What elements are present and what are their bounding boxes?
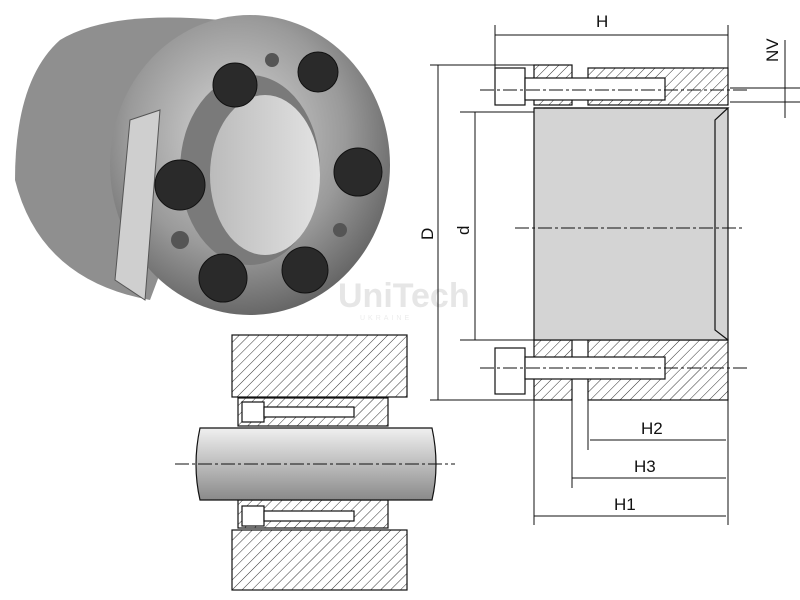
dimension-lines [430,25,800,525]
dim-label-h1: H1 [614,495,636,514]
dim-label-d-bore: d [454,226,473,235]
product-photo [15,15,390,315]
dim-label-h3: H3 [634,457,656,476]
svg-text:UKRAINE: UKRAINE [360,315,412,322]
watermark-logo: UniTech UKRAINE [338,277,470,322]
dim-label-nv: NV [763,38,782,62]
dim-label-d-outer: D [418,228,437,240]
dim-label-h2: H2 [641,419,663,438]
dim-label-h: H [596,12,608,31]
section-view [480,64,750,401]
screw-heads [154,51,383,303]
installation-view [175,334,455,591]
svg-text:UniTech: UniTech [338,277,470,315]
